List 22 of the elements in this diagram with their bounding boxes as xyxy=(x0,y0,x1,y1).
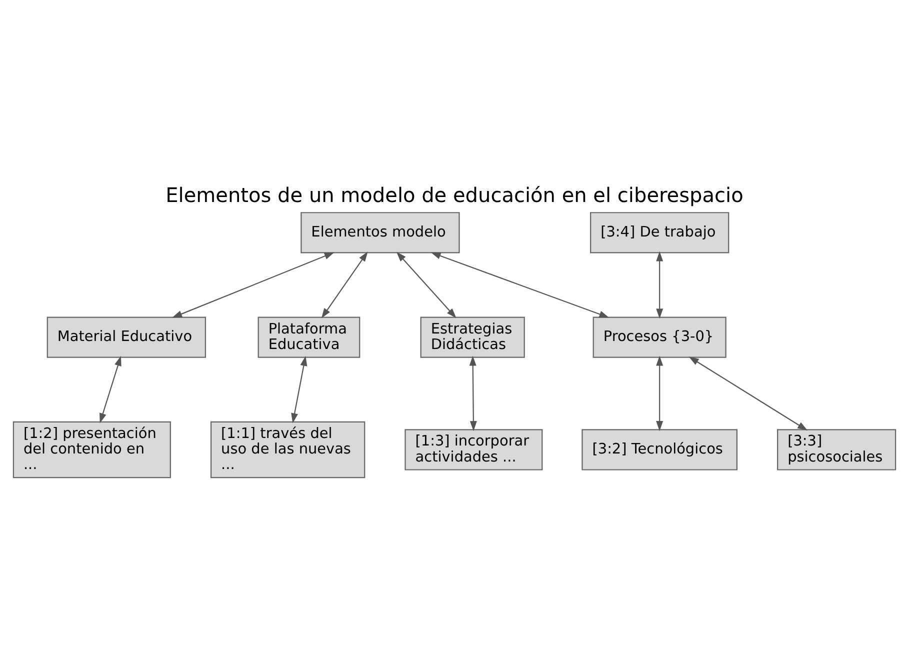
arrow xyxy=(468,356,476,432)
node-box: Estrategias Didácticas xyxy=(420,316,524,358)
arrow xyxy=(99,356,121,424)
arrow xyxy=(656,251,663,319)
arrow xyxy=(290,356,307,424)
node-box: [1:2] presentación del contenido en ... xyxy=(12,421,170,478)
arrow xyxy=(396,252,456,318)
arrow xyxy=(688,356,808,431)
arrow xyxy=(172,252,334,318)
node-box: Plataforma Educativa xyxy=(257,316,360,358)
node-box: [3:4] De trabajo xyxy=(590,212,729,254)
node-box: Material Educativo xyxy=(46,316,206,358)
arrow xyxy=(320,252,368,318)
node-box: Procesos {3-0} xyxy=(592,316,726,358)
node-box: [3:3] psicosociales xyxy=(776,429,896,470)
node-box: Elementos modelo xyxy=(300,212,460,254)
node-box: [1:1] través del uso de las nuevas ... xyxy=(210,421,365,478)
node-box: [3:2] Tecnológicos xyxy=(581,429,737,470)
diagram-title: Elementos de un modelo de educación en el ciberespacio xyxy=(165,182,743,207)
node-box: [1:3] incorporar actividades ... xyxy=(404,429,542,470)
arrow xyxy=(430,252,609,318)
arrow xyxy=(656,356,663,432)
